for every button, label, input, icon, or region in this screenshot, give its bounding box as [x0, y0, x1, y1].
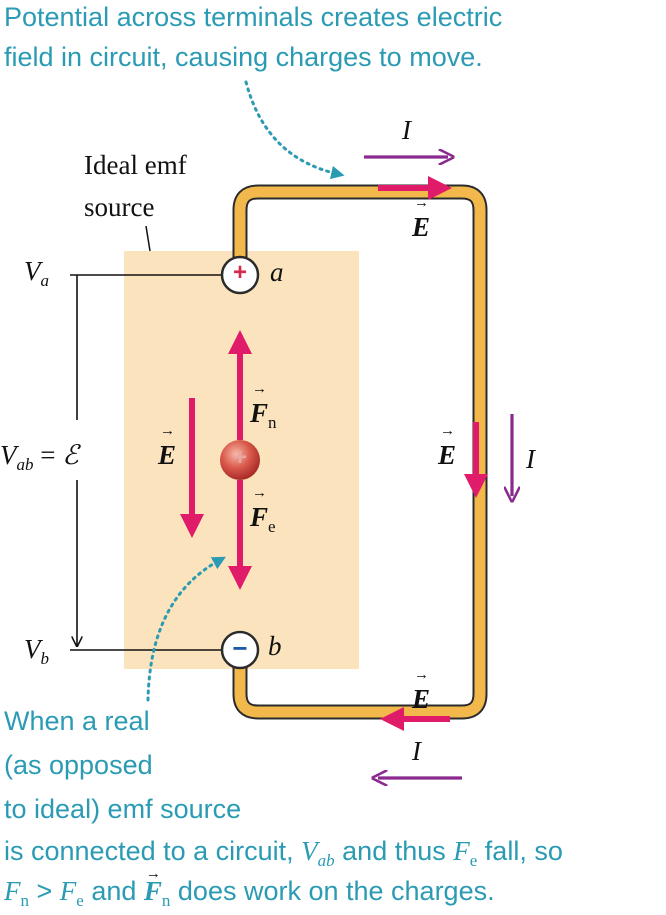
current-label-bottom: I: [412, 736, 421, 766]
bottom-caption-line-1: When a real: [4, 706, 150, 736]
current-label-top: I: [402, 115, 411, 145]
bottom-caption-line-2: (as opposed: [4, 750, 153, 780]
terminal-b-label: b: [268, 631, 282, 661]
vb-label: Vb: [24, 634, 49, 668]
fe-label: Fe: [250, 485, 276, 536]
current-label-right: I: [526, 444, 535, 474]
vab-label: Vab = ℰ: [0, 440, 79, 474]
bottom-caption-line-5: Fn > Fe and Fn does work on the charges.: [4, 857, 495, 912]
terminal-a-circle: [220, 255, 260, 295]
top-caption-line-1: Potential across terminals creates elect…: [4, 2, 503, 32]
bottom-caption-line-4: is connected to a circuit, Vab and thus …: [4, 836, 563, 870]
field-label-top: E: [412, 195, 430, 243]
fn-label: Fn: [250, 381, 277, 432]
source-label-line-2: source: [84, 192, 155, 222]
field-label-right: E: [438, 423, 456, 471]
terminal-b-circle: [220, 630, 260, 670]
terminal-a-sign: +: [232, 259, 247, 286]
field-label-inside: E: [158, 423, 176, 471]
va-label: Va: [24, 256, 49, 290]
terminal-a-label: a: [270, 257, 284, 287]
field-label-bottom: E: [412, 667, 430, 715]
bottom-callout-pointer: [146, 556, 226, 702]
positive-charge: [220, 440, 260, 480]
top-callout-pointer: [244, 80, 345, 180]
top-caption-line-2: field in circuit, causing charges to mov…: [4, 42, 483, 72]
source-label-leader: [145, 225, 151, 252]
source-label-line-1: Ideal emf: [84, 150, 187, 180]
terminal-b-sign: −: [232, 633, 248, 663]
bottom-caption-line-3: to ideal) emf source: [4, 794, 242, 824]
charge-sign: +: [232, 444, 247, 471]
